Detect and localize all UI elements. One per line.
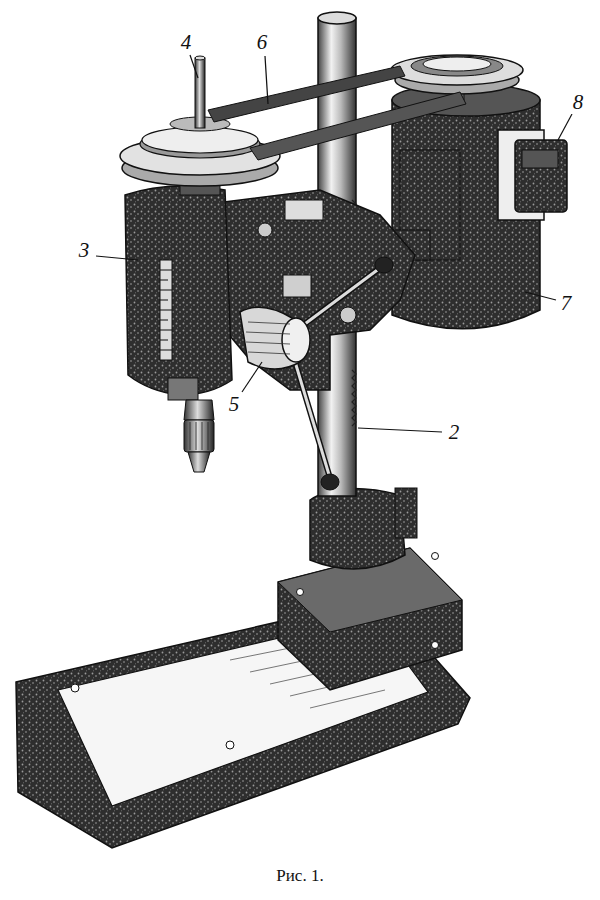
- callout-number: 2: [447, 421, 462, 444]
- column-pedestal: [278, 488, 462, 690]
- callout-number: 3: [77, 239, 92, 262]
- callout-number: 6: [255, 31, 270, 54]
- belt: [208, 66, 466, 160]
- callout-number: 8: [571, 91, 586, 114]
- switch: [498, 130, 567, 220]
- leader-lines: [96, 55, 572, 432]
- chuck: [184, 400, 214, 472]
- figure-caption: Рис. 1.: [276, 867, 323, 886]
- feed-handle: [240, 257, 393, 490]
- callout-number: 5: [227, 393, 242, 416]
- callout-number: 4: [179, 31, 194, 54]
- spindle-pulley: [120, 56, 280, 195]
- callout-number: 7: [559, 292, 574, 315]
- head: [125, 186, 415, 400]
